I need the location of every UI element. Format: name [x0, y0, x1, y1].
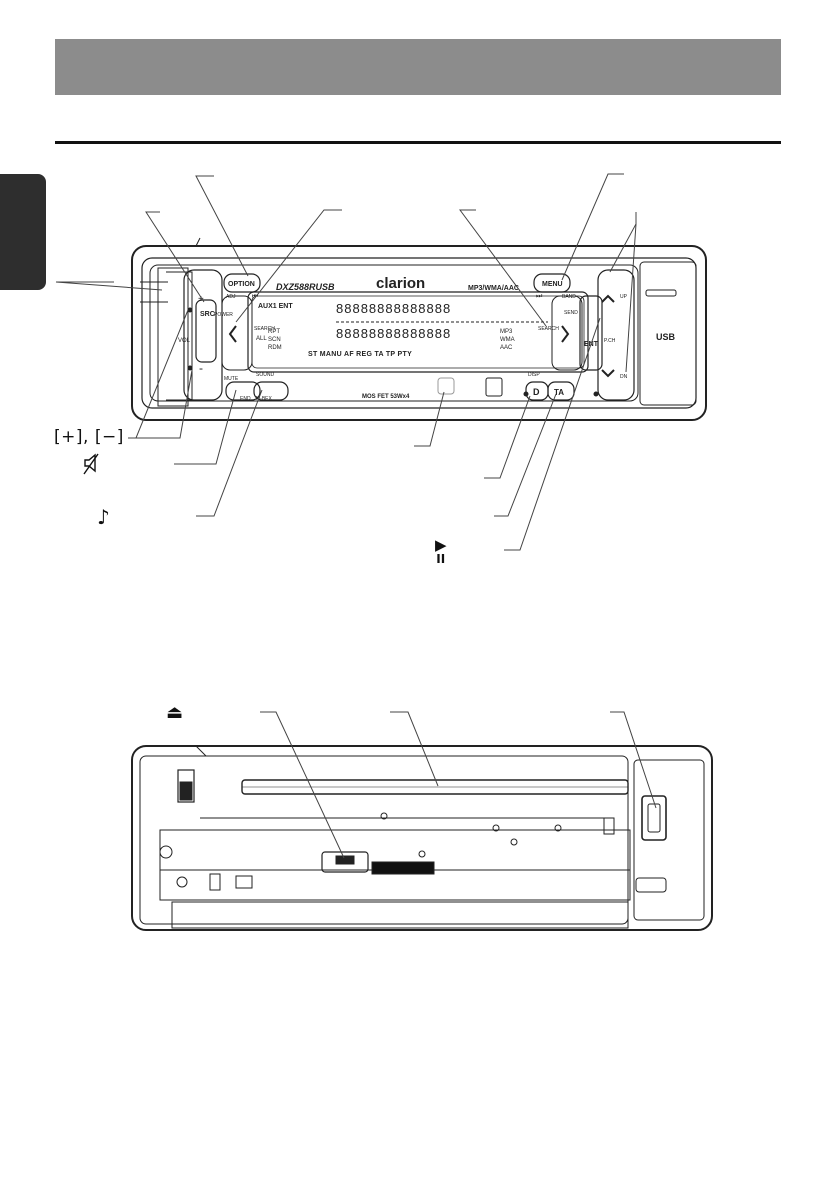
vol-minus-button[interactable]: - [199, 361, 203, 375]
svg-text:ST MANU AF REG TA TP PTY: ST MANU AF REG TA TP PTY [308, 351, 412, 358]
svg-text:RPT: RPT [268, 329, 280, 335]
sound-label: SOUND [256, 372, 274, 378]
mute-label: MUTE [224, 376, 239, 382]
vol-plus-button[interactable]: + [198, 294, 204, 305]
option-button[interactable]: OPTION [228, 281, 255, 288]
search-left-label: SEARCH [254, 326, 275, 332]
usb-label: USB [656, 332, 676, 342]
mbex-label: M-BEX [256, 396, 273, 402]
svg-text:AUX1 ENT: AUX1 ENT [258, 303, 293, 310]
prev-track-button[interactable]: ⏮ [252, 293, 258, 300]
ta-button[interactable]: TA [554, 388, 564, 397]
play-pause-icon: ▶ II [435, 536, 447, 567]
disp-label: DISP [528, 372, 540, 378]
svg-text:88888888888888: 88888888888888 [336, 326, 451, 341]
svg-text:ALL: ALL [256, 336, 267, 342]
leader-lines-bottom [260, 711, 657, 859]
sound-note-icon: ♪ [97, 505, 110, 529]
leader-lines-top [55, 173, 637, 551]
send-label: SEND [564, 310, 578, 316]
src-button[interactable]: SRC [200, 311, 215, 318]
model-name: DXZ588RUSB [276, 282, 335, 292]
side-tab [0, 174, 46, 290]
svg-text:88888888888888: 88888888888888 [336, 301, 451, 316]
d-button[interactable]: D [533, 387, 540, 397]
amp-note: MOS FET 53Wx4 [362, 394, 410, 400]
dn-label: DN [620, 374, 628, 380]
search-right-label: SEARCH [538, 326, 559, 332]
pause-bars-glyph: II [436, 552, 446, 566]
svg-text:MP3: MP3 [500, 329, 513, 335]
svg-text:WMA: WMA [500, 337, 515, 343]
lcd-display: 88888888888888 88888888888888 AUX1 ENT S… [256, 301, 548, 358]
open-panel [131, 745, 713, 931]
up-label: UP [620, 294, 628, 300]
svg-text:AAC: AAC [500, 345, 513, 351]
svg-text:SCN: SCN [268, 337, 281, 343]
brand-logo: clarion [376, 275, 425, 292]
front-panel [131, 237, 707, 421]
plus-minus-callout: [+], [−] [54, 427, 124, 447]
section-header-bar [55, 39, 781, 95]
adj-label: ADJ [226, 294, 236, 300]
svg-text:RDM: RDM [268, 345, 282, 351]
section-rule [55, 141, 781, 144]
next-track-button[interactable]: ⏭ [536, 293, 543, 300]
eject-icon: ⏏ [166, 702, 184, 723]
mute-icon [83, 453, 99, 475]
play-triangle-glyph: ▶ [435, 536, 447, 554]
format-label: MP3/WMA/AAC [468, 285, 519, 292]
vol-label: VOL [178, 338, 191, 344]
pch-label: P.CH [604, 338, 616, 344]
end-label: END [240, 396, 251, 402]
menu-button[interactable]: MENU [542, 281, 563, 288]
power-label: POWER [214, 312, 233, 318]
band-label: BAND [562, 294, 576, 300]
